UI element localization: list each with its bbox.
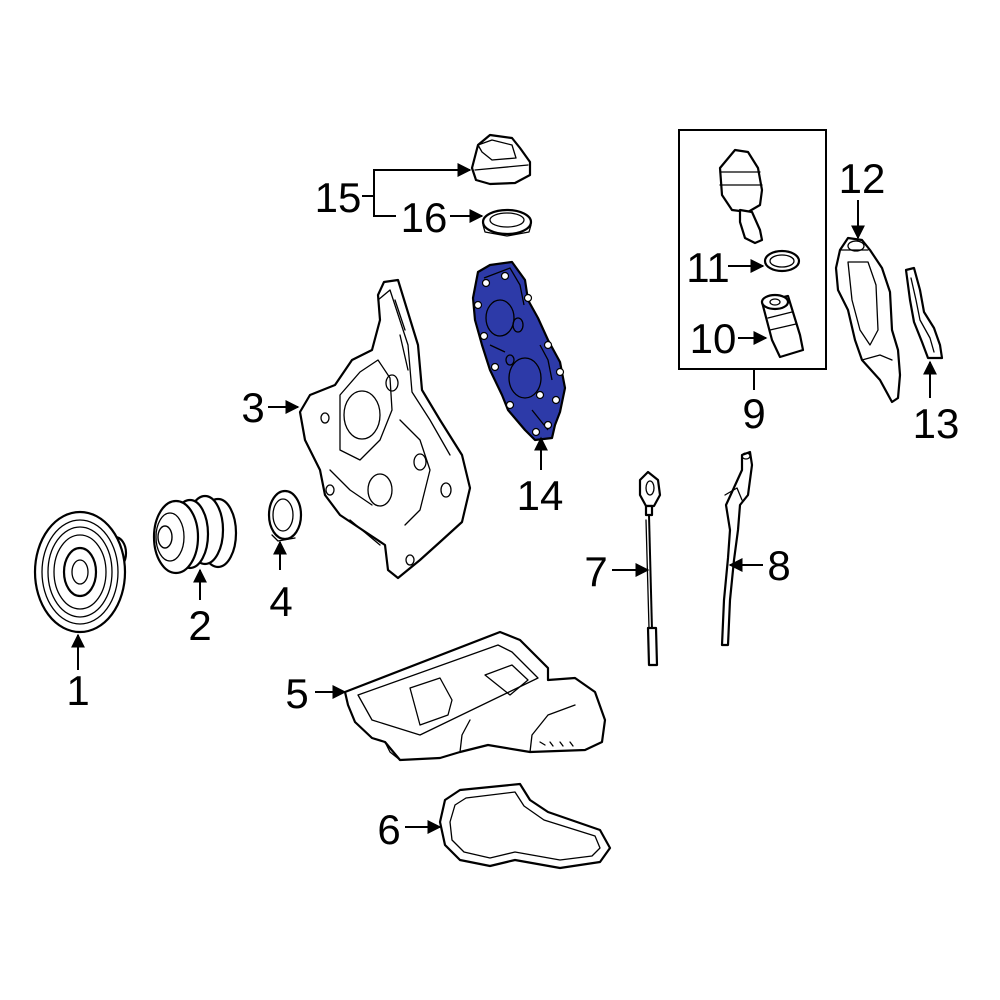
- callout-1[interactable]: 1: [66, 667, 89, 714]
- part-2-vibration-damper[interactable]: [152, 494, 238, 575]
- part-12-oil-filter-housing[interactable]: [834, 236, 902, 404]
- part-6-oil-pan-gasket[interactable]: [438, 782, 612, 870]
- callout-3[interactable]: 3: [241, 384, 264, 431]
- leader-lines: [71, 163, 937, 834]
- part-13-housing-gasket[interactable]: [904, 266, 944, 360]
- part-15-oil-filler-cap[interactable]: [470, 133, 532, 186]
- callout-4[interactable]: 4: [269, 578, 292, 625]
- part-14-timing-case-cover[interactable]: [471, 260, 567, 442]
- part-11-o-ring[interactable]: [763, 249, 801, 273]
- callout-14[interactable]: 14: [517, 472, 564, 519]
- part-5-oil-pan[interactable]: [343, 630, 607, 762]
- part-1-crankshaft-pulley[interactable]: [33, 510, 128, 634]
- part-4-front-seal[interactable]: [267, 489, 303, 542]
- callouts: 1 2 3 4 5 6 7 8 9 10 11 12 13 14 15 16: [66, 155, 959, 853]
- callout-5[interactable]: 5: [285, 670, 308, 717]
- part-8-dipstick-tube[interactable]: [720, 450, 754, 647]
- callout-7[interactable]: 7: [584, 548, 607, 595]
- callout-10[interactable]: 10: [690, 315, 737, 362]
- callout-13[interactable]: 13: [913, 400, 960, 447]
- part-7-dipstick[interactable]: [638, 470, 662, 667]
- callout-11[interactable]: 11: [686, 244, 730, 291]
- part-9-group-box: [678, 129, 827, 370]
- part-10-oil-filter-element[interactable]: [760, 293, 805, 359]
- callout-16[interactable]: 16: [401, 194, 448, 241]
- part-16-filler-cap-seal[interactable]: [481, 208, 533, 237]
- callout-12[interactable]: 12: [839, 155, 886, 202]
- callout-9[interactable]: 9: [742, 390, 765, 437]
- part-9-filter-housing-cap[interactable]: [718, 148, 764, 245]
- callout-2[interactable]: 2: [188, 602, 211, 649]
- part-3-timing-cover[interactable]: [298, 278, 472, 580]
- callout-8[interactable]: 8: [767, 542, 790, 589]
- callout-6[interactable]: 6: [377, 806, 400, 853]
- callout-15[interactable]: 15: [315, 174, 362, 221]
